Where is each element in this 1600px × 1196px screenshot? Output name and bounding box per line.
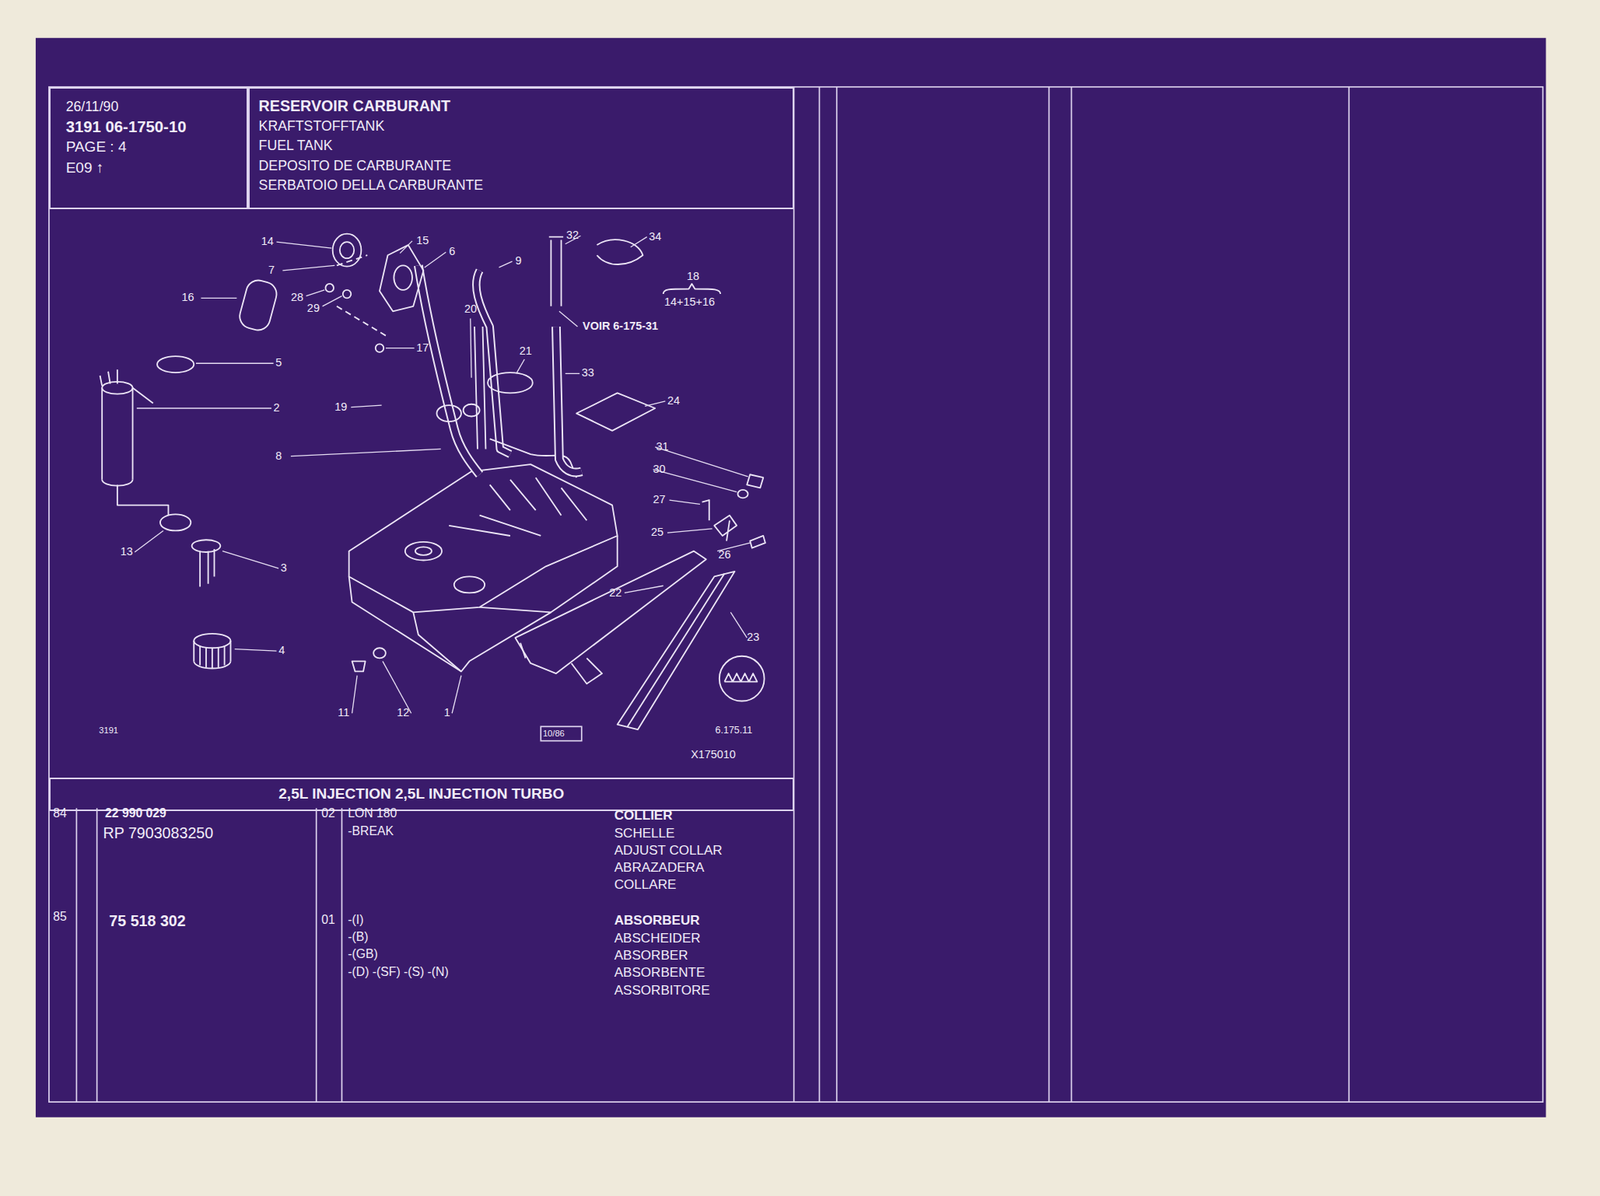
callout-number: 32 [566,228,579,242]
table-cell: RP 7903083250 [102,824,214,844]
table-cell: 85 [52,910,67,925]
table-cell: 22 990 029 [105,806,167,822]
callout-number: 11 [337,706,350,720]
table-cell: ABSORBER [614,948,689,964]
table-cell: ABSCHEIDER [614,931,701,947]
header-text: E09 ↑ [66,157,232,179]
heading-text: 2,5L INJECTION 2,5L INJECTION TURBO [54,784,788,805]
callout-number: 15 [416,234,429,248]
callout-number: 26 [718,548,732,562]
table-cell: -(B) [347,930,368,946]
callout-number: 21 [519,344,533,358]
callout-number: 30 [653,462,666,477]
callout-number: 14+15+16 [664,295,715,309]
fuel-tank-illustration [100,234,766,731]
callout-number: 24 [667,394,680,408]
header-text: 26/11/90 [66,96,232,117]
callout-number: 25 [651,525,664,540]
header-text: SERBATOIO DELLA CARBURANTE [259,175,784,197]
table-cell: ABSORBENTE [614,965,706,981]
table-cell: ASSORBITORE [614,983,711,999]
frame-lines [49,87,1544,1103]
callout-number: 23 [746,630,760,645]
callout-number: 9 [514,254,522,268]
callout-number: 13 [120,545,134,559]
table-cell: SCHELLE [614,826,676,842]
callout-number: VOIR 6-175-31 [582,319,659,333]
callout-number: 31 [656,440,669,454]
table-cell: -(I) [347,913,364,928]
table-cell: -BREAK [347,824,394,840]
callout-number: 27 [653,493,666,507]
table-cell: ADJUST COLLAR [614,843,723,859]
reference-note: X175010 [690,748,736,762]
callout-number: 29 [307,301,320,316]
header-text: FUEL TANK [259,136,784,157]
table-cell: -(D) -(SF) -(S) -(N) [347,965,449,981]
table-cell: -(GB) [347,947,378,963]
table-cell: 84 [52,806,67,822]
table-cell: ABSORBEUR [614,913,701,929]
callout-number: 18 [686,269,700,284]
table-cell: 75 518 302 [108,912,186,932]
header-text: KRAFTSTOFFTANK [259,116,784,137]
callout-number: 3 [280,561,288,575]
header-text: DEPOSITO DE CARBURANTE [259,156,784,177]
callout-number: 20 [464,302,477,316]
header-text: PAGE : 4 [66,136,232,158]
callout-number: 4 [278,644,285,658]
callout-number: 16 [182,290,195,305]
table-cell: 01 [321,913,336,928]
callout-number: 1 [444,706,451,720]
callout-number: 6 [448,245,456,259]
callout-number: 17 [416,341,429,355]
table-cell: LON 180 [347,806,397,822]
callout-number: 12 [396,706,410,720]
header-cell: 26/11/903191 06-1750-10PAGE : 4E09 ↑ [49,87,249,210]
header-cell: RESERVOIR CARBURANTKRAFTSTOFFTANKFUEL TA… [248,87,795,210]
table-cell: COLLIER [614,808,673,824]
table-cell: 02 [321,806,336,822]
fiche-slide [35,38,1547,1118]
section-band: 2,5L INJECTION 2,5L INJECTION TURBO [49,777,795,812]
callout-number: 33 [581,366,595,380]
leader-lines [134,235,750,714]
callout-number: 7 [268,263,275,277]
table-cell: ABRAZADERA [614,860,705,876]
reference-note: 6.175.11 [715,724,753,737]
callout-number: 34 [648,230,662,244]
callout-number: 28 [290,290,304,305]
callout-number: 14 [261,234,274,249]
callout-number: 8 [275,449,282,463]
callout-number: 22 [609,586,622,600]
callout-number: 19 [334,400,347,414]
reference-note: 3191 [98,725,119,736]
header-text: 3191 06-1750-10 [66,116,232,137]
heading-text: RESERVOIR CARBURANT [259,96,784,117]
callout-number: 2 [273,401,281,415]
table-cell: COLLARE [614,877,677,893]
reference-note: 10/86 [542,728,565,739]
callout-number: 5 [275,356,282,370]
